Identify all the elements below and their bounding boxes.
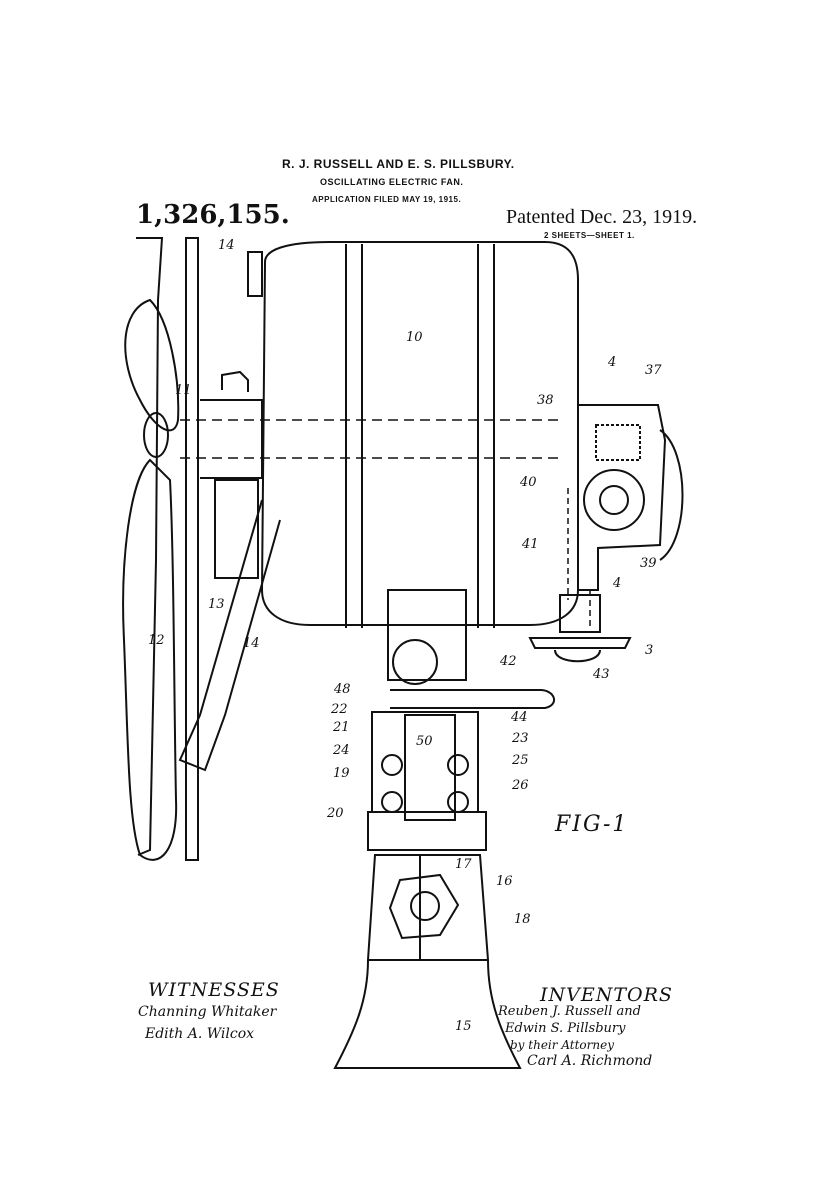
ref-numeral: 37 [645,363,662,378]
inventor-signature: Reuben J. Russell and [498,1004,641,1019]
ref-numeral: 20 [327,806,344,821]
ref-numeral: 17 [455,857,472,872]
ref-numeral: 48 [334,682,351,697]
ref-numeral: 13 [208,597,225,612]
ref-numeral: 39 [640,556,657,571]
application-filed: APPLICATION FILED MAY 19, 1915. [312,195,462,204]
sheet-count: 2 SHEETS—SHEET 1. [544,231,635,240]
attorney-signature: Carl A. Richmond [527,1053,653,1069]
inventor-signature: Edwin S. Pillsbury [505,1021,626,1036]
ref-numeral: 10 [406,330,423,345]
inventors-heading: INVENTORS [540,984,673,1006]
ref-numeral: 43 [593,667,610,682]
ref-numeral: 4 [613,576,622,591]
ref-numeral: 14 [243,636,260,651]
ref-numeral: 12 [148,633,165,648]
ref-numeral: 41 [522,537,539,552]
witness-signature: Edith A. Wilcox [145,1026,255,1042]
ref-numeral: 14 [218,238,235,253]
patent-title: OSCILLATING ELECTRIC FAN. [320,177,464,187]
ref-numeral: 23 [512,731,529,746]
ref-numeral: 22 [331,702,348,717]
ref-numeral: 25 [512,753,529,768]
ref-numeral: 18 [514,912,531,927]
figure-label: FIG-1 [555,812,629,837]
attorney-line: by their Attorney [510,1038,614,1052]
ref-numeral: 19 [333,766,350,781]
ref-numeral: 4 [608,355,617,370]
ref-numeral: 16 [496,874,513,889]
witnesses-heading: WITNESSES [148,979,280,1001]
ref-numeral: 38 [537,393,554,408]
ref-numeral: 24 [333,743,350,758]
ref-numeral: 11 [175,383,192,398]
ref-numeral: 26 [512,778,529,793]
ref-numeral: 21 [333,720,350,735]
ref-numeral: 44 [511,710,528,725]
ref-numeral: 3 [645,643,654,658]
patented-date: Patented Dec. 23, 1919. [506,206,698,228]
ref-numeral: 42 [500,654,517,669]
witness-signature: Channing Whitaker [138,1004,277,1020]
ref-numeral: 50 [416,734,433,749]
ref-numeral: 40 [520,475,537,490]
ref-numeral: 15 [455,1019,472,1034]
patent-inventors-line: R. J. RUSSELL AND E. S. PILLSBURY. [282,157,515,171]
patent-number: 1,326,155. [136,200,290,230]
